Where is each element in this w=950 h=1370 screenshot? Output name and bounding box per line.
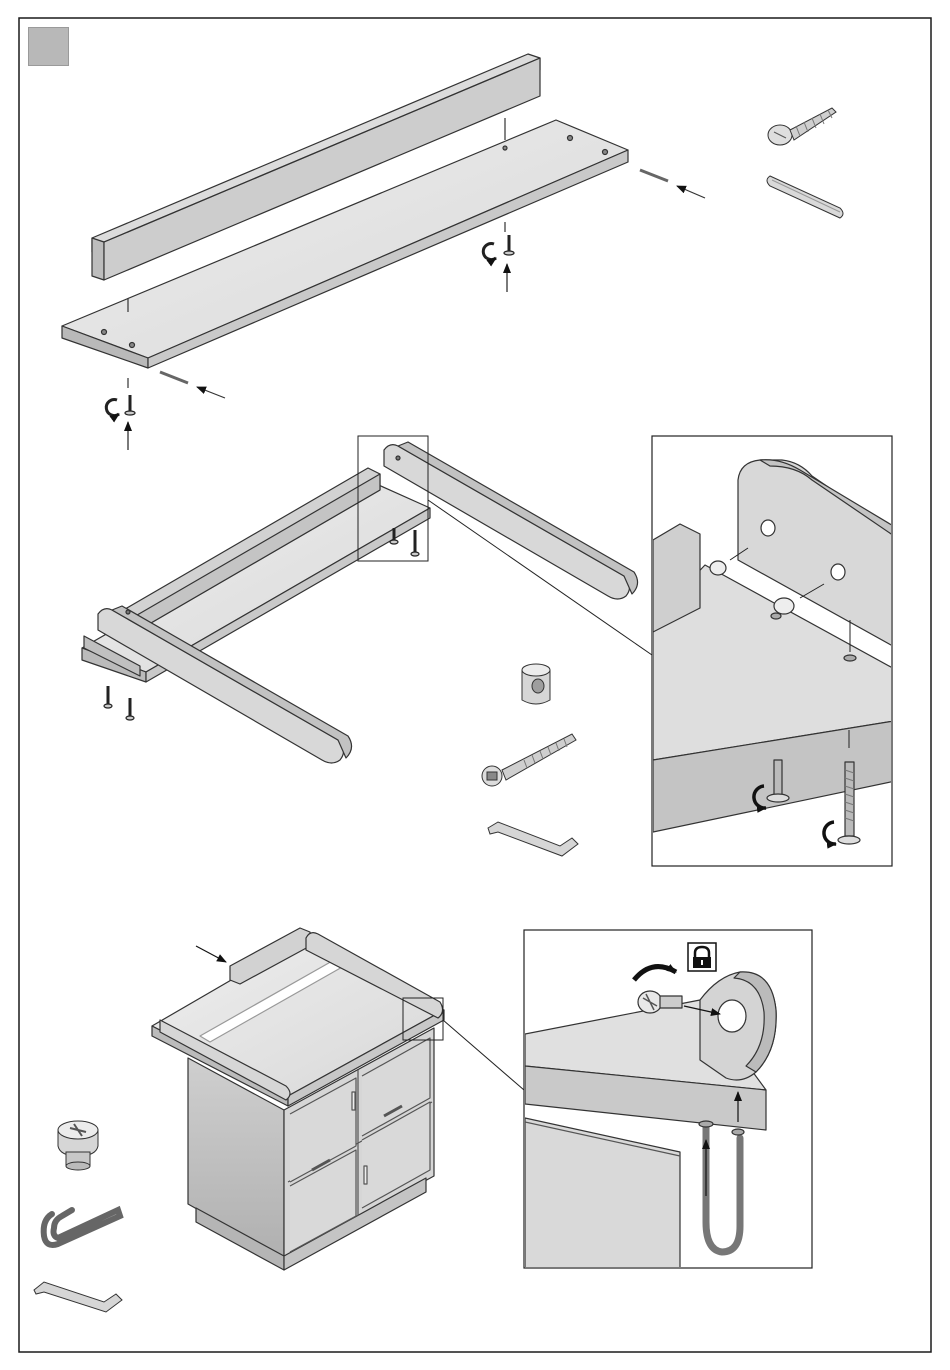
step-c-cabinet-assembly xyxy=(152,928,444,1270)
rotate-arrow-icon xyxy=(483,244,496,260)
step-b-frame-assembly xyxy=(82,442,638,763)
callout-leader xyxy=(443,1020,524,1090)
flange-screw xyxy=(768,108,836,145)
connector-bolt xyxy=(482,734,576,786)
arrow-icon xyxy=(677,186,705,198)
u-hook xyxy=(44,1210,120,1245)
arrow-icon xyxy=(197,387,225,398)
cam-lock xyxy=(58,1121,98,1170)
allen-key xyxy=(34,1282,122,1312)
detail-panel-b xyxy=(652,436,900,866)
lock-icon xyxy=(688,943,716,971)
step-a-board-assembly xyxy=(62,54,628,388)
arrow-icon xyxy=(196,946,226,962)
allen-key xyxy=(488,822,578,856)
detail-panel-c xyxy=(524,930,812,1268)
rotate-arrow-icon xyxy=(106,400,119,416)
wooden-dowel xyxy=(767,176,843,218)
cross-dowel-barrel-nut xyxy=(522,664,550,704)
